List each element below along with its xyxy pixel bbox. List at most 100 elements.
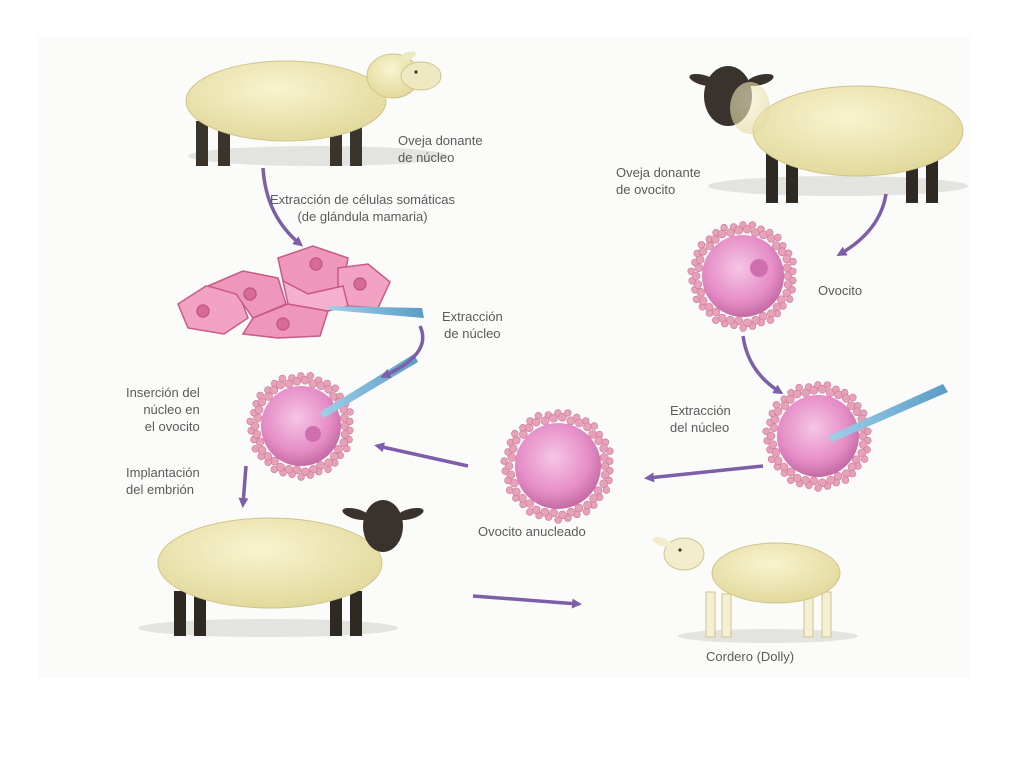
corona-cell xyxy=(768,440,778,449)
corona-cell xyxy=(780,401,790,411)
corona-cell xyxy=(540,416,550,426)
cell-cluster-icon xyxy=(177,245,391,339)
corona-cell xyxy=(549,413,558,423)
corona-cell xyxy=(308,379,318,389)
corona-cell xyxy=(246,417,254,426)
corona-cell xyxy=(743,318,752,328)
corona-cell xyxy=(739,324,747,332)
corona-cell xyxy=(342,444,351,453)
corona-cell xyxy=(773,456,783,466)
corona-cell xyxy=(558,510,567,520)
corona-cell xyxy=(306,372,315,380)
corona-cell xyxy=(767,455,776,463)
corona-cell xyxy=(566,507,576,517)
corona-cell xyxy=(846,401,856,411)
corona-cell xyxy=(331,384,339,392)
corona-cell xyxy=(698,296,708,306)
corona-cell xyxy=(256,391,264,400)
nucleus-extraction-right-label: Extracción del núcleo xyxy=(670,403,731,435)
corona-cell xyxy=(602,486,611,494)
corona-cell xyxy=(777,247,787,257)
corona-cell xyxy=(858,440,868,449)
corona-cell xyxy=(783,280,793,289)
oocyte-icon xyxy=(500,409,614,524)
corona-ring xyxy=(500,409,614,524)
corona-cell xyxy=(711,307,721,317)
white-sheep-icon xyxy=(185,51,448,166)
corona-cell xyxy=(864,427,872,435)
oocyte-icon xyxy=(687,221,797,332)
corona-cell xyxy=(511,429,519,438)
corona-cell xyxy=(593,486,603,496)
corona-cell xyxy=(292,376,302,386)
corona-cell xyxy=(583,500,592,510)
corona-cell xyxy=(772,302,782,312)
corona-cell xyxy=(847,462,857,472)
corona-cell xyxy=(734,316,744,326)
corona-cell xyxy=(583,422,592,432)
corona-cell xyxy=(841,394,851,403)
donor-oocyte-label: Oveja donante de ovocito xyxy=(616,165,701,197)
lamb-icon xyxy=(652,536,858,643)
corona-cell xyxy=(324,384,334,394)
corona-cell xyxy=(694,263,704,272)
black-faced-sheep-icon xyxy=(689,66,968,203)
corona-cell xyxy=(588,429,598,439)
corona-cell xyxy=(504,461,514,471)
corona-ring xyxy=(687,221,797,332)
embryo-implantation-label: Implantación del embrión xyxy=(126,465,200,497)
corona-cell xyxy=(253,413,263,423)
corona-cell xyxy=(766,309,776,318)
corona-cell xyxy=(779,462,789,472)
nucleus-extraction-left-label: Extracción de núcleo xyxy=(442,309,503,341)
corona-cell xyxy=(324,458,334,468)
corona-cell xyxy=(549,508,558,518)
corona-cell xyxy=(599,453,609,462)
corona-cell xyxy=(511,435,521,445)
corona-cell xyxy=(705,241,715,251)
corona-cell xyxy=(251,445,260,453)
corona-cell xyxy=(841,469,851,478)
corona-cell xyxy=(692,295,701,303)
corona-cell xyxy=(698,246,708,256)
pipette-icon xyxy=(328,306,424,318)
corona-cell xyxy=(518,429,528,439)
corona-cell xyxy=(329,451,339,461)
corona-cell xyxy=(766,431,776,441)
corona-cell xyxy=(789,267,797,275)
corona-cell xyxy=(594,436,604,446)
corona-cell xyxy=(693,280,703,289)
corona-cell xyxy=(734,225,744,235)
corona-cell xyxy=(340,430,350,439)
corona-cell xyxy=(590,422,598,430)
corona-ring xyxy=(762,381,872,492)
corona-cell xyxy=(687,267,695,275)
corona-cell xyxy=(582,508,591,516)
corona-cell xyxy=(524,423,534,433)
diagram-graphics xyxy=(138,51,968,643)
corona-cell xyxy=(339,413,349,423)
corona-cell xyxy=(270,456,279,466)
lamb-dolly-label: Cordero (Dolly) xyxy=(706,649,795,664)
corona-cell xyxy=(860,455,869,463)
corona-cell xyxy=(801,475,810,485)
corona-cell xyxy=(748,221,757,229)
cloning-diagram: Oveja donante de núcleo Extracción de cé… xyxy=(38,36,970,678)
corona-cell xyxy=(257,445,267,455)
corona-cell xyxy=(525,499,535,508)
corona-cell xyxy=(766,316,775,324)
corona-cell xyxy=(250,421,260,431)
corona-cell xyxy=(720,223,728,232)
corona-cell xyxy=(769,423,779,432)
corona-cell xyxy=(252,430,262,439)
corona-cell xyxy=(782,263,792,272)
process-arrows xyxy=(238,167,888,609)
corona-cell xyxy=(726,315,735,325)
corona-cell xyxy=(852,407,862,417)
corona-cell xyxy=(278,374,287,383)
corona-cell xyxy=(346,417,354,426)
corona-cell xyxy=(511,487,521,497)
corona-cell xyxy=(697,241,706,249)
corona-cell xyxy=(300,375,310,385)
corona-cell xyxy=(269,385,279,395)
